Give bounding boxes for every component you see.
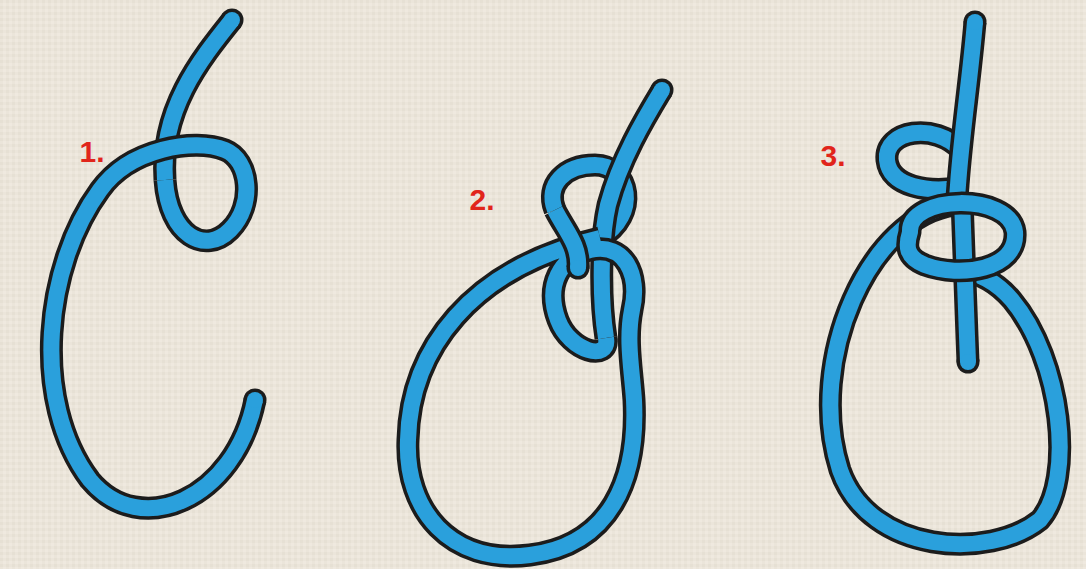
- rope-segment: [957, 11, 987, 204]
- step-number: 1.: [79, 137, 104, 167]
- rope-segment: [830, 205, 1059, 544]
- rope-segment: [408, 238, 635, 556]
- rope-step-2: [408, 79, 674, 557]
- rope-step-3: [830, 11, 1059, 545]
- step-number: 2.: [469, 185, 494, 215]
- rope-step-1: [51, 9, 266, 509]
- rope-segment: [908, 203, 1015, 271]
- rope-segment: [957, 200, 980, 374]
- rope-segment: [555, 210, 590, 280]
- rope-segment: [51, 145, 266, 508]
- step-number: 3.: [820, 141, 845, 171]
